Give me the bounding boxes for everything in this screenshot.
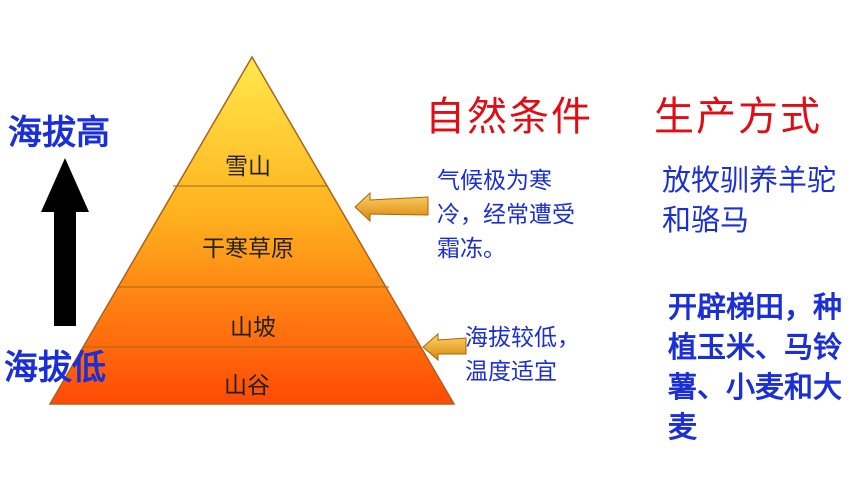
pointer-arrow-low-icon <box>422 332 467 362</box>
layer-label-valley: 山谷 <box>224 373 270 399</box>
elevation-pyramid <box>48 55 456 405</box>
conditions-low-text: 海拔较低，温度适宜 <box>465 325 580 385</box>
low-altitude-label: 海拔低 <box>4 348 106 388</box>
production-methods-header: 生产方式 <box>654 94 822 140</box>
production-low-text: 开辟梯田，种植玉米、马铃薯、小麦和大麦 <box>668 290 843 444</box>
high-altitude-label: 海拔高 <box>8 113 110 153</box>
layer-label-slope: 山坡 <box>230 315 276 341</box>
conditions-high-text: 气候极为寒冷，经常遭受霜冻。 <box>437 168 575 262</box>
pointer-arrow-high-icon <box>354 191 429 223</box>
layer-label-dry-grassland: 干寒草原 <box>202 236 294 262</box>
elevation-arrow-icon <box>41 158 89 326</box>
layer-label-snow-mountain: 雪山 <box>225 154 271 180</box>
natural-conditions-header: 自然条件 <box>425 94 593 140</box>
production-high-text: 放牧驯养羊驼和骆马 <box>662 163 837 237</box>
